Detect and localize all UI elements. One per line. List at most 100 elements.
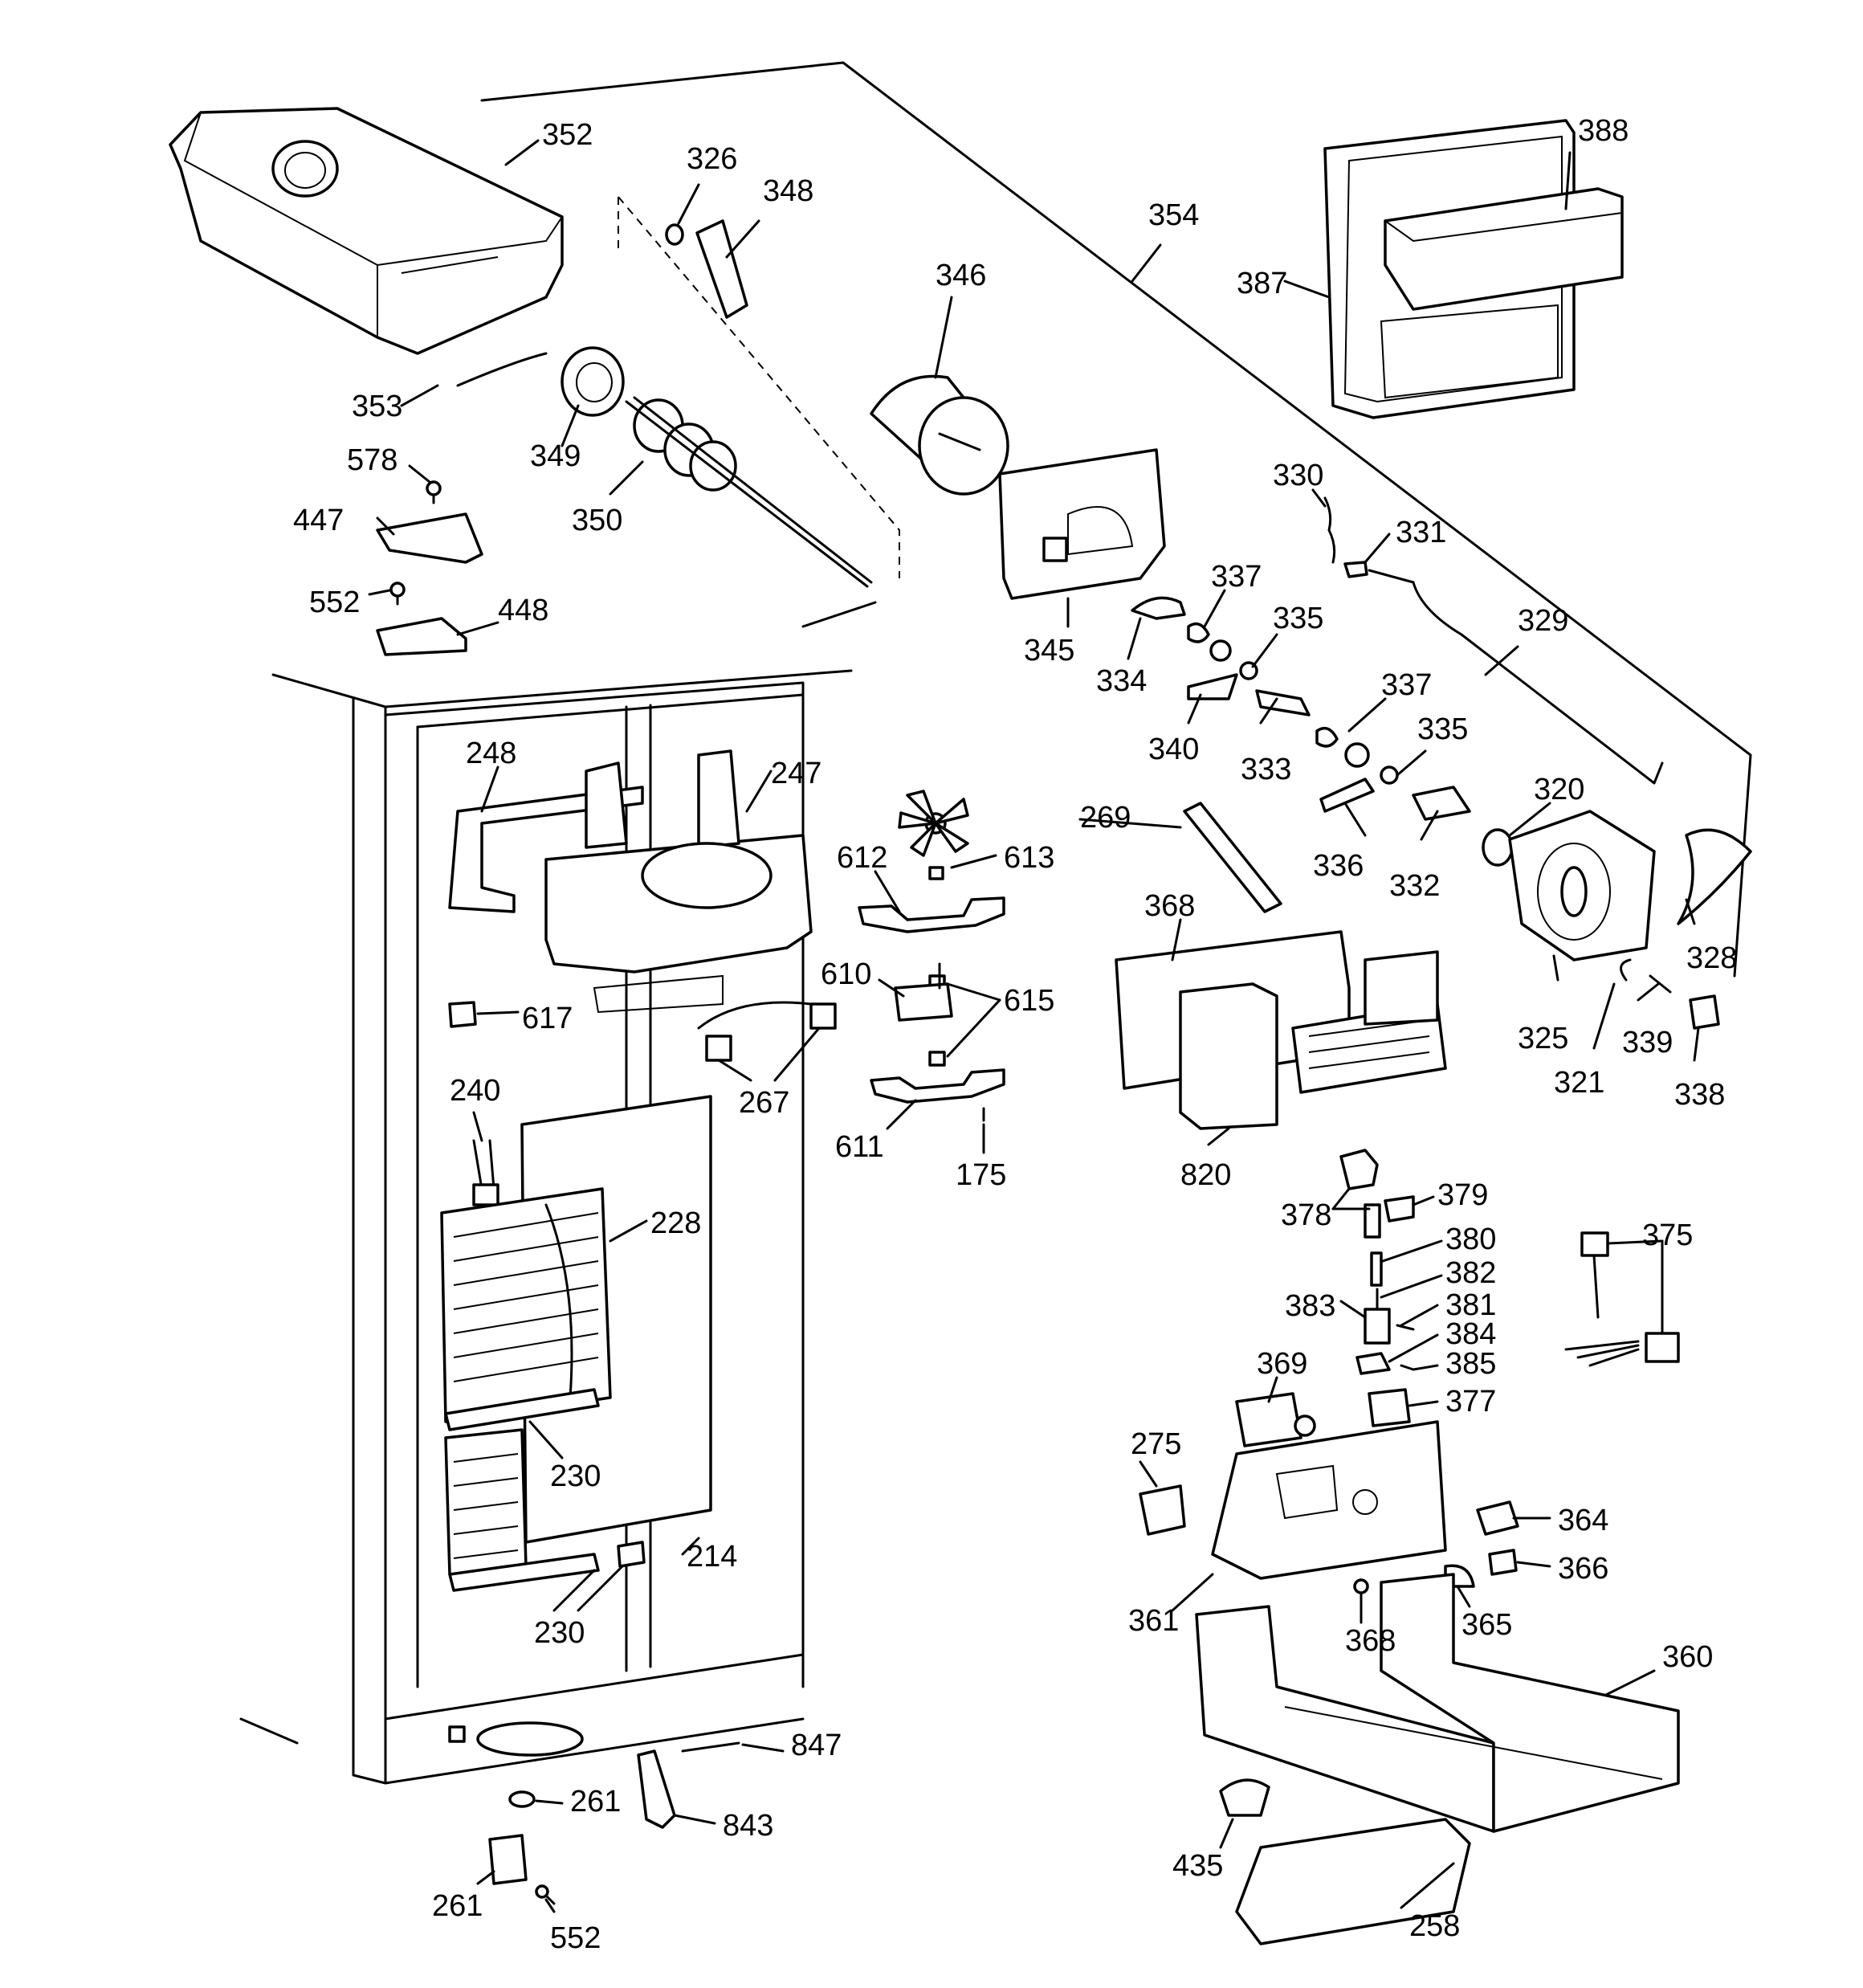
label-261-bottom: 261: [432, 1889, 483, 1923]
sleeve-383: [1364, 1308, 1391, 1345]
label-387: 387: [1237, 267, 1287, 300]
label-447: 447: [293, 504, 344, 537]
rod-329: [1368, 569, 1664, 785]
cam-332: [1412, 786, 1471, 821]
label-379: 379: [1437, 1178, 1488, 1212]
label-275: 275: [1131, 1427, 1181, 1461]
label-353: 353: [352, 390, 402, 423]
bracket-230: [617, 1541, 646, 1568]
label-615: 615: [1004, 984, 1054, 1018]
label-346: 346: [936, 259, 986, 292]
spring-847: [681, 1741, 740, 1753]
label-435: 435: [1172, 1849, 1223, 1883]
label-617: 617: [522, 1002, 573, 1035]
label-382: 382: [1445, 1256, 1496, 1290]
pin-339: [1649, 974, 1672, 994]
label-335-top: 335: [1273, 602, 1323, 635]
cam-333: [1255, 689, 1311, 716]
arc-328: [1677, 828, 1752, 925]
bearing-349: [561, 346, 625, 417]
fan-motor-610: [894, 962, 953, 1022]
bracket-612: [858, 896, 1005, 933]
label-348: 348: [763, 174, 813, 208]
harness-267: [697, 1001, 837, 1062]
solenoid-378: [1339, 1149, 1381, 1239]
label-248: 248: [466, 737, 516, 770]
tube-269: [1183, 802, 1282, 913]
plug-240: [472, 1139, 499, 1206]
bracket-261: [488, 1834, 528, 1885]
cam-gears: [1131, 596, 1471, 821]
label-613: 613: [1004, 841, 1054, 875]
clip-353: [456, 352, 548, 387]
fan-housing-247: [544, 749, 813, 1014]
screw-552b: [535, 1884, 556, 1905]
label-330: 330: [1273, 459, 1323, 492]
label-325: 325: [1518, 1022, 1568, 1055]
washer-335b: [1380, 765, 1399, 785]
label-338: 338: [1674, 1078, 1725, 1112]
chute-cover-258: [1235, 1818, 1471, 1945]
bracket-338: [1689, 994, 1720, 1030]
bracket-611: [870, 1068, 1005, 1104]
pin-385: [1400, 1364, 1415, 1371]
label-240: 240: [450, 1074, 500, 1108]
label-380: 380: [1445, 1223, 1496, 1256]
gear-336: [1319, 778, 1375, 813]
label-381: 381: [1445, 1288, 1496, 1322]
bracket-447: [376, 512, 483, 564]
switch-375: [1564, 1231, 1680, 1367]
drum-346: [870, 374, 1009, 496]
label-364: 364: [1558, 1504, 1608, 1537]
label-383: 383: [1285, 1289, 1335, 1323]
label-611: 611: [835, 1130, 884, 1164]
label-331: 331: [1396, 516, 1446, 549]
label-321: 321: [1554, 1066, 1604, 1100]
leader-lines: [368, 139, 1700, 1913]
label-230-mid: 230: [550, 1459, 601, 1493]
label-261-top: 261: [570, 1785, 621, 1819]
bracket-275: [1139, 1484, 1186, 1536]
fan-blade-613: [898, 790, 969, 880]
bracket-377: [1368, 1388, 1411, 1427]
label-578: 578: [347, 443, 397, 477]
pin-381: [1396, 1324, 1415, 1331]
screw-552a: [389, 582, 406, 606]
label-333: 333: [1241, 753, 1291, 786]
frame-360: [1195, 1573, 1680, 1833]
label-345: 345: [1024, 634, 1074, 667]
strip-348: [695, 219, 748, 319]
label-335-mid: 335: [1417, 712, 1468, 746]
label-352: 352: [542, 118, 593, 152]
label-366: 366: [1558, 1552, 1608, 1586]
clip-331: [1343, 561, 1368, 578]
housing-361: [1211, 1420, 1447, 1580]
screw-578: [426, 480, 442, 504]
auger-350: [625, 396, 873, 588]
label-375: 375: [1642, 1219, 1693, 1252]
label-214: 214: [687, 1540, 737, 1574]
label-448: 448: [498, 594, 548, 627]
duct-248: [448, 786, 644, 913]
label-365: 365: [1461, 1608, 1512, 1642]
label-230-bottom: 230: [534, 1616, 585, 1650]
label-384: 384: [1445, 1317, 1496, 1351]
label-258: 258: [1409, 1909, 1460, 1943]
label-361: 361: [1128, 1604, 1179, 1638]
label-337-top: 337: [1211, 560, 1262, 594]
cam-334: [1131, 596, 1186, 620]
heater-230a: [444, 1388, 600, 1431]
evaporator-lower: [444, 1428, 528, 1576]
bracket-379: [1384, 1195, 1415, 1223]
label-269: 269: [1080, 801, 1131, 835]
label-377: 377: [1445, 1385, 1496, 1419]
plunger-380: [1370, 1251, 1383, 1287]
connector-617: [448, 1001, 477, 1028]
label-368-bottom: 368: [1345, 1624, 1396, 1658]
label-385: 385: [1445, 1347, 1496, 1381]
spring-337b: [1315, 726, 1339, 748]
motor-369: [1235, 1392, 1316, 1447]
label-369: 369: [1257, 1347, 1307, 1381]
knob-435: [1219, 1778, 1270, 1817]
